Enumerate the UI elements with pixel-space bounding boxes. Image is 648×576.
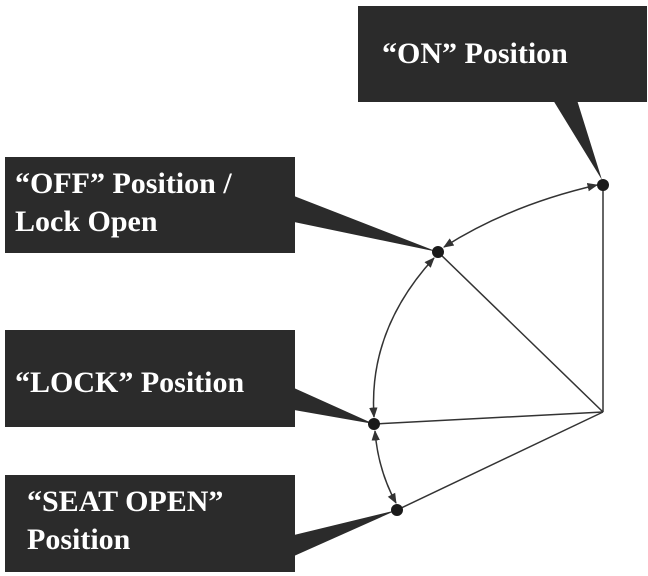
off-position-label: “OFF” Position / Lock Open [5, 157, 295, 253]
on-label-line-1: “ON” Position [382, 37, 568, 70]
radial-line-off [437, 251, 604, 413]
on-position-label: “ON” Position [358, 6, 647, 102]
seat-open-label-line-1: “SEAT OPEN” [27, 485, 224, 518]
lock-position-label: “LOCK” Position [5, 330, 295, 427]
radial-line-seat-open [396, 411, 604, 511]
seat-open-callout-pointer [294, 510, 397, 556]
radial-line-lock [373, 411, 604, 425]
off-callout-pointer [294, 196, 438, 252]
lock-callout-pointer [294, 388, 374, 424]
arc-seat-open-to-lock [371, 429, 397, 504]
off-position-dot [432, 246, 444, 258]
arc-lock-to-off [369, 257, 435, 419]
seat-open-position-dot [391, 504, 403, 516]
on-position-dot [597, 179, 609, 191]
lock-position-dot [368, 418, 380, 430]
lock-label-line-1: “LOCK” Position [15, 366, 245, 399]
arc-off-to-on [443, 183, 599, 248]
seat-open-position-label: “SEAT OPEN” Position [5, 475, 295, 572]
seat-open-label-line-2: Position [27, 523, 131, 556]
on-callout-pointer [553, 100, 602, 180]
off-label-line-2: Lock Open [15, 205, 158, 238]
off-label-line-1: “OFF” Position / [15, 167, 232, 200]
